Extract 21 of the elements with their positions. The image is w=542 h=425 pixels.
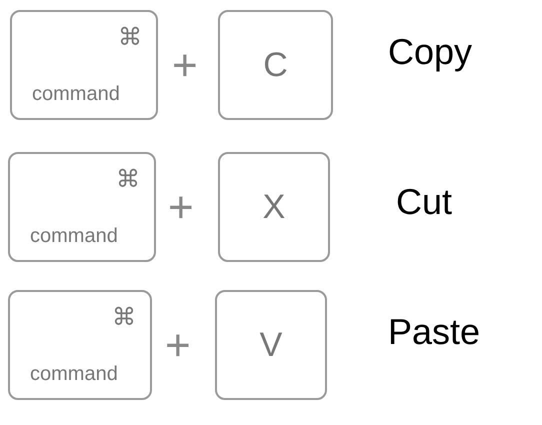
key-cap [218,152,330,262]
key-symbol: ⌘ [112,306,136,330]
key-cap [10,10,158,120]
key-label: command [32,84,120,104]
key-symbol: ⌘ [116,168,140,192]
key-letter: X [262,190,286,224]
key-cap [8,152,156,262]
key-symbol: ⌘ [118,26,142,50]
action-label: Paste [388,314,480,350]
plus-sign: + [172,44,198,88]
action-label: Copy [388,34,472,70]
key-label: command [30,226,118,246]
key-label: command [30,364,118,384]
key-cap [215,290,327,400]
plus-sign: + [168,186,194,230]
key-letter: C [263,48,288,82]
key-cap [8,290,152,400]
key-letter: V [260,328,282,362]
action-label: Cut [396,184,452,220]
key-cap [218,10,333,120]
plus-sign: + [165,324,191,368]
